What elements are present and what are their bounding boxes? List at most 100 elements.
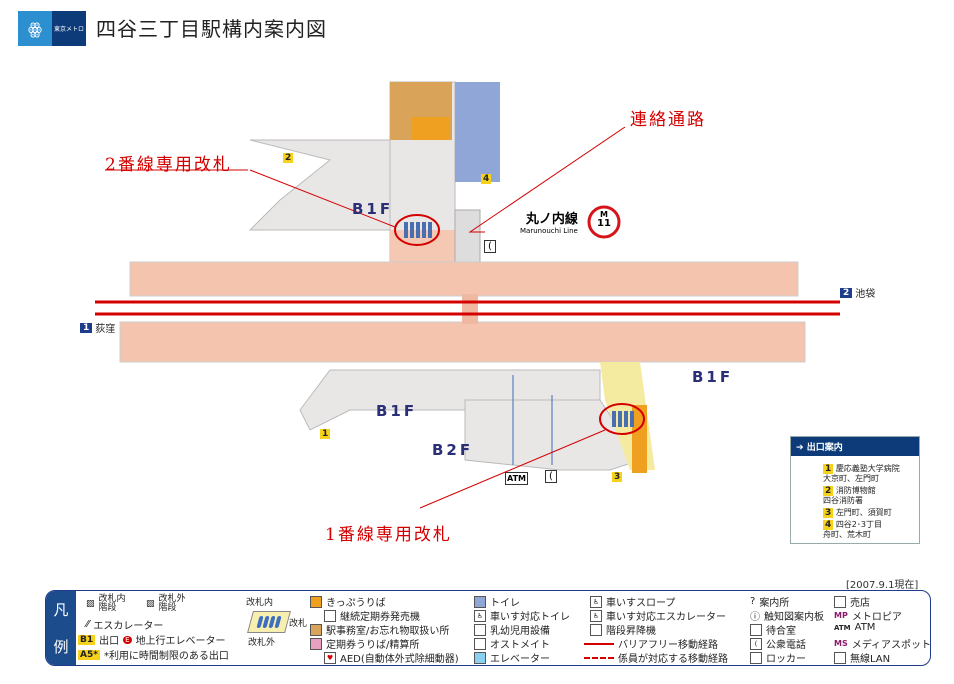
legend-label: メトロピア [851, 612, 902, 623]
phone-icon: ( [750, 637, 762, 650]
staff-route-icon [584, 656, 614, 659]
legend-gate: 改札 [289, 619, 308, 629]
legend-stairs-in: ▨改札内 階段 [86, 595, 126, 613]
exit-badge: 2 [823, 486, 834, 496]
station-code: M 11 [594, 210, 614, 229]
concourse-wing [248, 139, 391, 231]
legend-tab-char: 例 [53, 638, 69, 656]
legend-label: ロッカー [766, 654, 806, 665]
legend-limited-exit: A5**利用に時間制限のある出口 [78, 647, 229, 662]
exit-badge[interactable]: 1 [320, 429, 331, 439]
line-name-ja: 丸ノ内線 [525, 212, 578, 227]
stairs-icon: ▨ [86, 598, 95, 609]
phone-icon: ( [545, 470, 557, 483]
ticket-icon [310, 595, 322, 608]
baby-icon [474, 623, 486, 636]
gate-icon [247, 611, 291, 633]
exit-dest: 四谷消防署 [823, 496, 863, 505]
legend-item: きっぷうりば [310, 594, 386, 609]
legend-label: 乳幼児用設備 [490, 626, 550, 637]
legend-label: 触知図案内板 [764, 612, 824, 623]
legend-item: ロッカー [750, 650, 806, 665]
callout-gate-2: 2番線専用改札 [105, 155, 232, 175]
legend-label: 車いす対応トイレ [490, 612, 570, 623]
line-symbol [587, 205, 621, 239]
ostomate-icon [474, 637, 486, 650]
legend-item: ?案内所 [750, 594, 789, 609]
legend-escalator: ⁄⁄エスカレーター [86, 617, 163, 632]
legend-item: 乳幼児用設備 [474, 622, 550, 637]
legend-item: ♿ 車いすスロープ [590, 594, 675, 609]
legend-item: ( 公衆電話 [750, 636, 806, 651]
legend-stairs-out: ▨改札外 階段 [146, 595, 186, 613]
exit-dest: 大京町、左門町 [823, 474, 879, 483]
legend-tab: 凡例 [46, 591, 76, 665]
legend-tab-char: 凡 [53, 601, 69, 619]
legend-label: 車いすスロープ [606, 598, 676, 609]
legend-label: 係員が対応する移動経路 [618, 654, 728, 665]
exit-guide-item: 1 慶応義塾大学病院大京町、左門町 [823, 464, 919, 484]
legend-label: 公衆電話 [766, 640, 806, 651]
legend-gate-inside: 改札内 [246, 598, 274, 608]
callout-line [468, 126, 626, 233]
exit-dest: 舟町、荒木町 [823, 530, 871, 539]
direction-label: 池袋 [855, 289, 876, 300]
platform-lower [119, 321, 806, 363]
callout-gate-1: 1番線専用改札 [325, 525, 452, 545]
locker-icon [750, 651, 762, 664]
aed-icon: ♥ [324, 651, 336, 664]
exit-badge[interactable]: 4 [481, 174, 492, 184]
legend-label: きっぷうりば [326, 598, 386, 609]
direction-number: 1 [80, 322, 93, 333]
exit-badge: 3 [823, 508, 834, 518]
callout-line [419, 429, 606, 509]
platform-link [462, 294, 478, 324]
atm-icon: ATM [505, 472, 528, 485]
toilet-area [455, 82, 500, 182]
legend-item: バリアフリー移動経路 [584, 636, 718, 651]
platform-upper [129, 261, 799, 297]
exit-guide-item: 2 消防博物館四谷消防署 [823, 486, 919, 506]
exit-guide-title-text: 出口案内 [806, 443, 843, 453]
exit-guide-item: 4 四谷2･3丁目舟町、荒木町 [823, 520, 919, 540]
station-office-icon [310, 623, 322, 636]
exit-badge: 4 [823, 520, 834, 530]
line-name: 丸ノ内線 Marunouchi Line [520, 208, 578, 235]
legend-label: オストメイト [490, 640, 550, 651]
wifi-icon [834, 651, 846, 664]
wheelchair-slope-icon: ♿ [590, 595, 602, 608]
legend-label: 定期券うりば/精算所 [326, 640, 420, 651]
info-icon: ? [750, 596, 756, 607]
page-title: 四谷三丁目駅構内案内図 [96, 17, 327, 41]
legend-item: エレベーター [474, 650, 550, 665]
exit-badge: 1 [823, 464, 834, 474]
exit-badge: A5* [78, 649, 100, 660]
exit-guide: ➔ 出口案内 1 慶応義塾大学病院大京町、左門町 2 消防博物館四谷消防署 3 … [790, 436, 920, 544]
legend-item: 階段昇降機 [590, 622, 656, 637]
legend-label: 継続定期券発売機 [340, 612, 420, 623]
station-code-number: 11 [597, 218, 611, 229]
elevator-icon [474, 651, 486, 664]
legend-item: 売店 [834, 594, 870, 609]
callout-passage: 連絡通路 [630, 110, 706, 130]
legend-item: ♥AED(自動体外式除細動器) [324, 650, 459, 665]
legend-label: 車いす対応エスカレーター [606, 612, 726, 623]
accessible-toilet-icon: ♿ [474, 609, 486, 622]
stairs-icon: ▨ [146, 598, 155, 609]
pass-office-icon [310, 637, 322, 650]
exit-dest: 左門町、須賀町 [835, 508, 892, 517]
exit-badge[interactable]: 2 [283, 153, 294, 163]
legend-item: ♿ 車いす対応トイレ [474, 608, 570, 623]
legend-item: 定期券うりば/精算所 [310, 636, 419, 651]
exit-badge[interactable]: 3 [612, 472, 623, 482]
metro-heart-icon: ꙮ [18, 11, 52, 46]
barrier-free-route-icon [584, 642, 614, 645]
legend-item: ♿車いす対応エスカレーター [590, 608, 726, 623]
legend-label: 駅事務室/お忘れ物取扱い所 [326, 626, 450, 637]
ticket-gates [404, 222, 634, 427]
